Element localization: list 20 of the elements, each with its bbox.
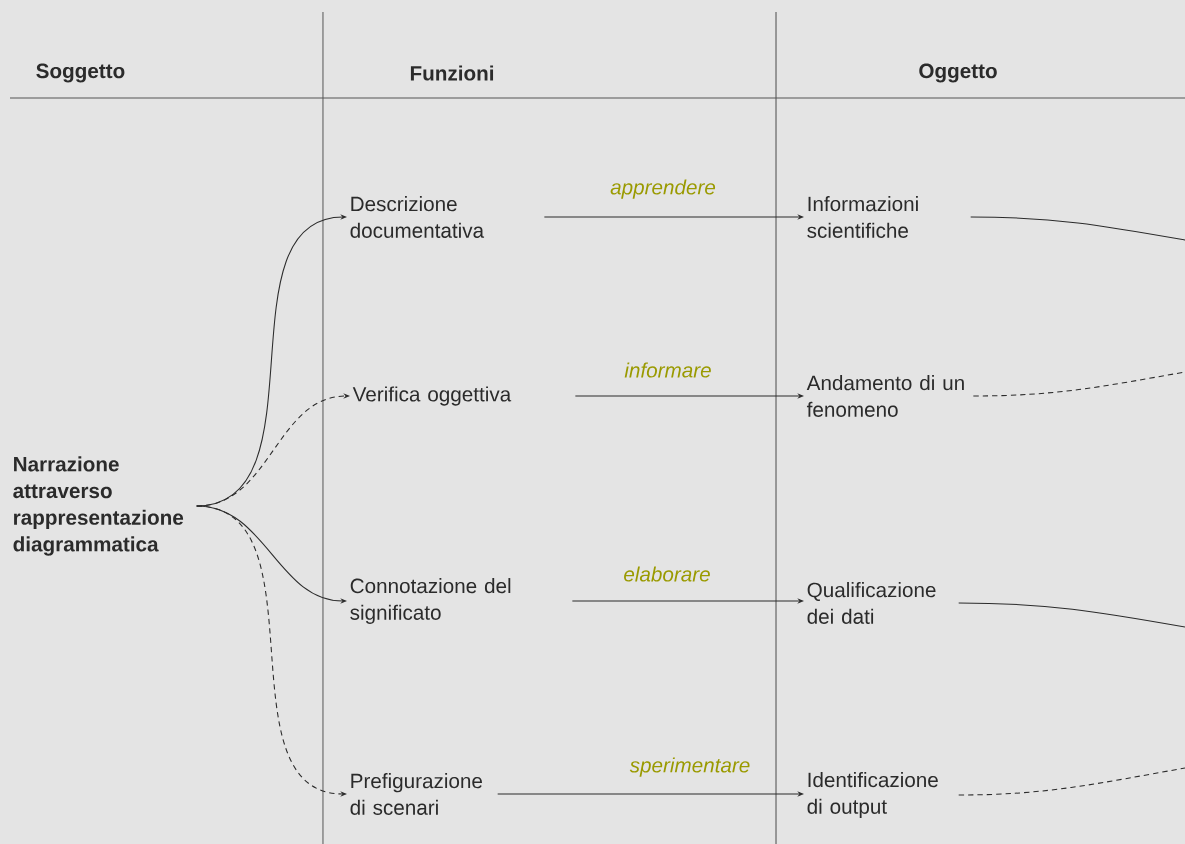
subject-text: Narrazione attraverso rappresentazione diagrammatica (13, 456, 184, 556)
function-text: Prefigurazione di scenari (350, 773, 482, 815)
object-text: Informazioni scientifiche (807, 196, 918, 238)
column-header: Soggetto (36, 63, 125, 83)
function-text: Verifica oggettiva (352, 386, 512, 406)
column-header: Funzioni (410, 65, 494, 81)
function-text: Descrizione documentativa (350, 196, 485, 238)
object-text: Identificazione di output (807, 772, 938, 818)
function-text: Connotazione del significato (350, 578, 511, 624)
connector-line (958, 602, 1185, 628)
connector-line (970, 216, 1185, 241)
connector-line (958, 767, 1185, 796)
edge-label: elaborare (624, 566, 710, 582)
edge-label: sperimentare (629, 757, 750, 777)
column-header: Oggetto (919, 63, 997, 83)
object-text: Andamento di un fenomeno (806, 375, 964, 417)
connector-line (972, 371, 1185, 397)
object-text: Qualificazione dei dati (807, 582, 936, 624)
edge-label: informare (624, 362, 711, 378)
edge-label: apprendere (610, 179, 716, 199)
